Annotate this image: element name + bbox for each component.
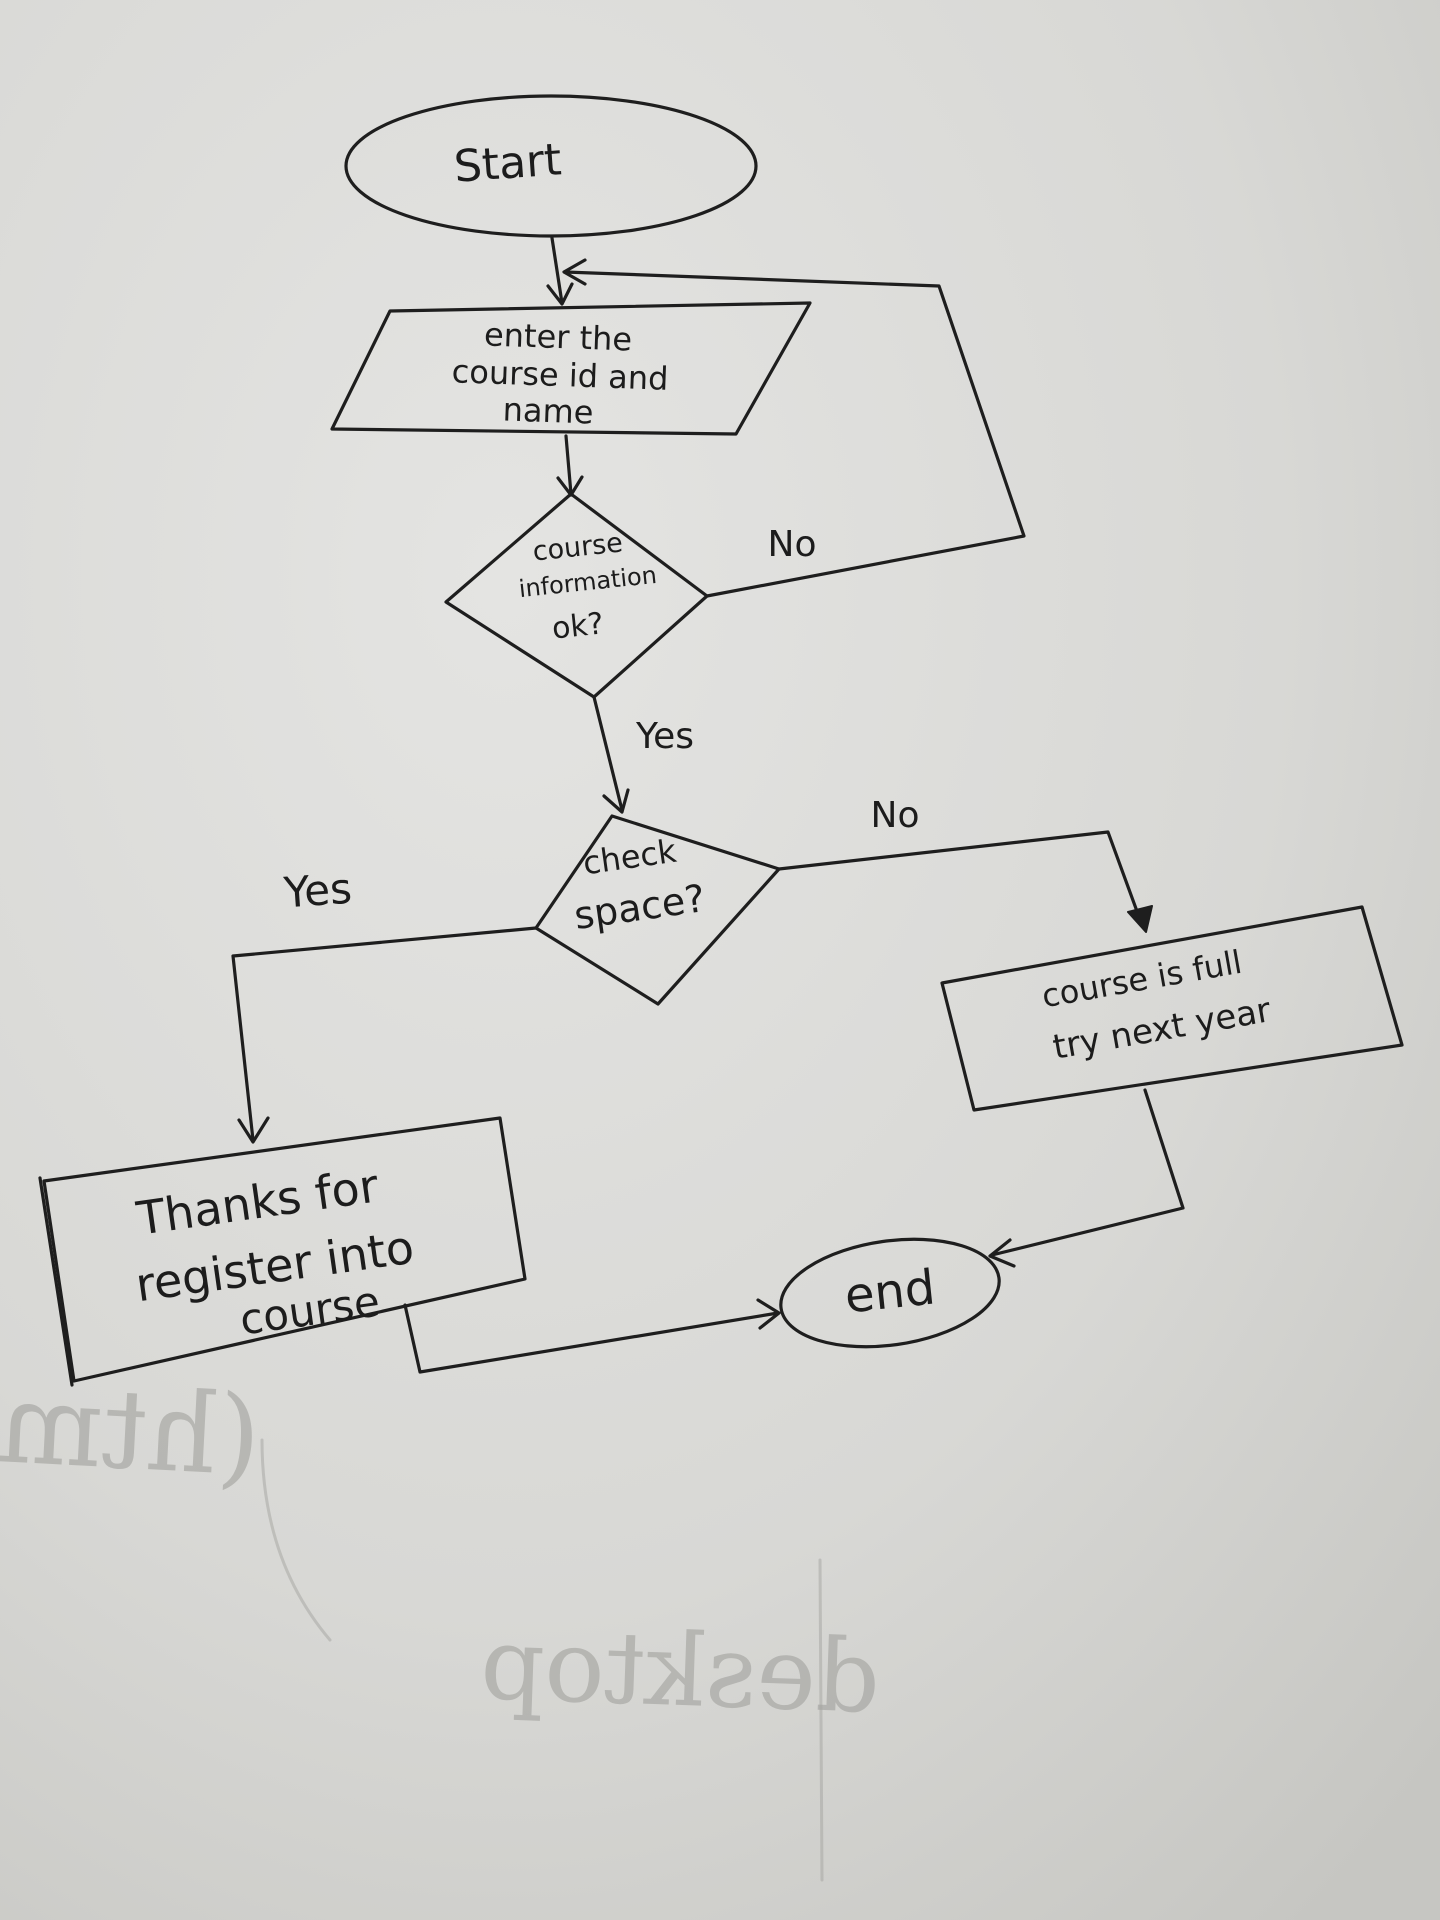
thanks-process-box xyxy=(42,1116,527,1383)
arrowhead-full-to-end xyxy=(988,1238,1016,1268)
input-label: enter the course id and name xyxy=(451,315,669,431)
show-through-stroke xyxy=(818,1558,824,1882)
thanks-box-left-edge xyxy=(38,1176,74,1387)
arrow-thanks-to-end xyxy=(403,1303,780,1374)
input-label-line-3: name xyxy=(502,390,594,431)
decision1-yes-label: Yes xyxy=(635,716,694,757)
start-label: Start xyxy=(452,134,563,192)
arrowhead-decision2-no xyxy=(1127,905,1153,933)
arrow-input-to-decision xyxy=(564,434,573,496)
end-label: end xyxy=(842,1259,938,1324)
arrow-no-loop-back xyxy=(563,270,1026,598)
decision2-yes-label: Yes xyxy=(281,864,353,918)
input-label-line-2: course id and xyxy=(451,352,669,398)
full-process-box xyxy=(940,905,1404,1112)
arrowhead-no-loop-back xyxy=(562,258,587,286)
arrow-start-to-input xyxy=(550,236,564,305)
arrow-full-to-end xyxy=(990,1088,1185,1257)
decision1-line-3: ok? xyxy=(550,606,605,646)
arrowhead-decision2-yes xyxy=(237,1116,270,1144)
decision-check-space xyxy=(534,814,781,1006)
arrow-decision2-no xyxy=(777,830,1144,927)
end-terminal xyxy=(779,1237,1001,1349)
input-parallelogram xyxy=(330,301,812,436)
arrowhead-input-to-decision xyxy=(556,475,584,497)
connectors xyxy=(231,236,1185,1374)
input-label-line-1: enter the xyxy=(483,315,632,358)
arrowhead-start-to-input xyxy=(546,282,574,306)
show-through-line-2: desktop xyxy=(479,1605,882,1736)
show-through-stroke-2 xyxy=(260,1438,332,1642)
arrow-decision1-yes xyxy=(592,695,624,812)
decision2-no-label: No xyxy=(871,795,920,836)
arrowhead-thanks-to-end xyxy=(756,1298,781,1330)
arrow-decision2-yes xyxy=(231,926,538,1142)
start-terminal xyxy=(344,94,758,238)
decision1-no-label: No xyxy=(768,524,817,565)
arrowhead-decision1-yes xyxy=(602,788,630,814)
